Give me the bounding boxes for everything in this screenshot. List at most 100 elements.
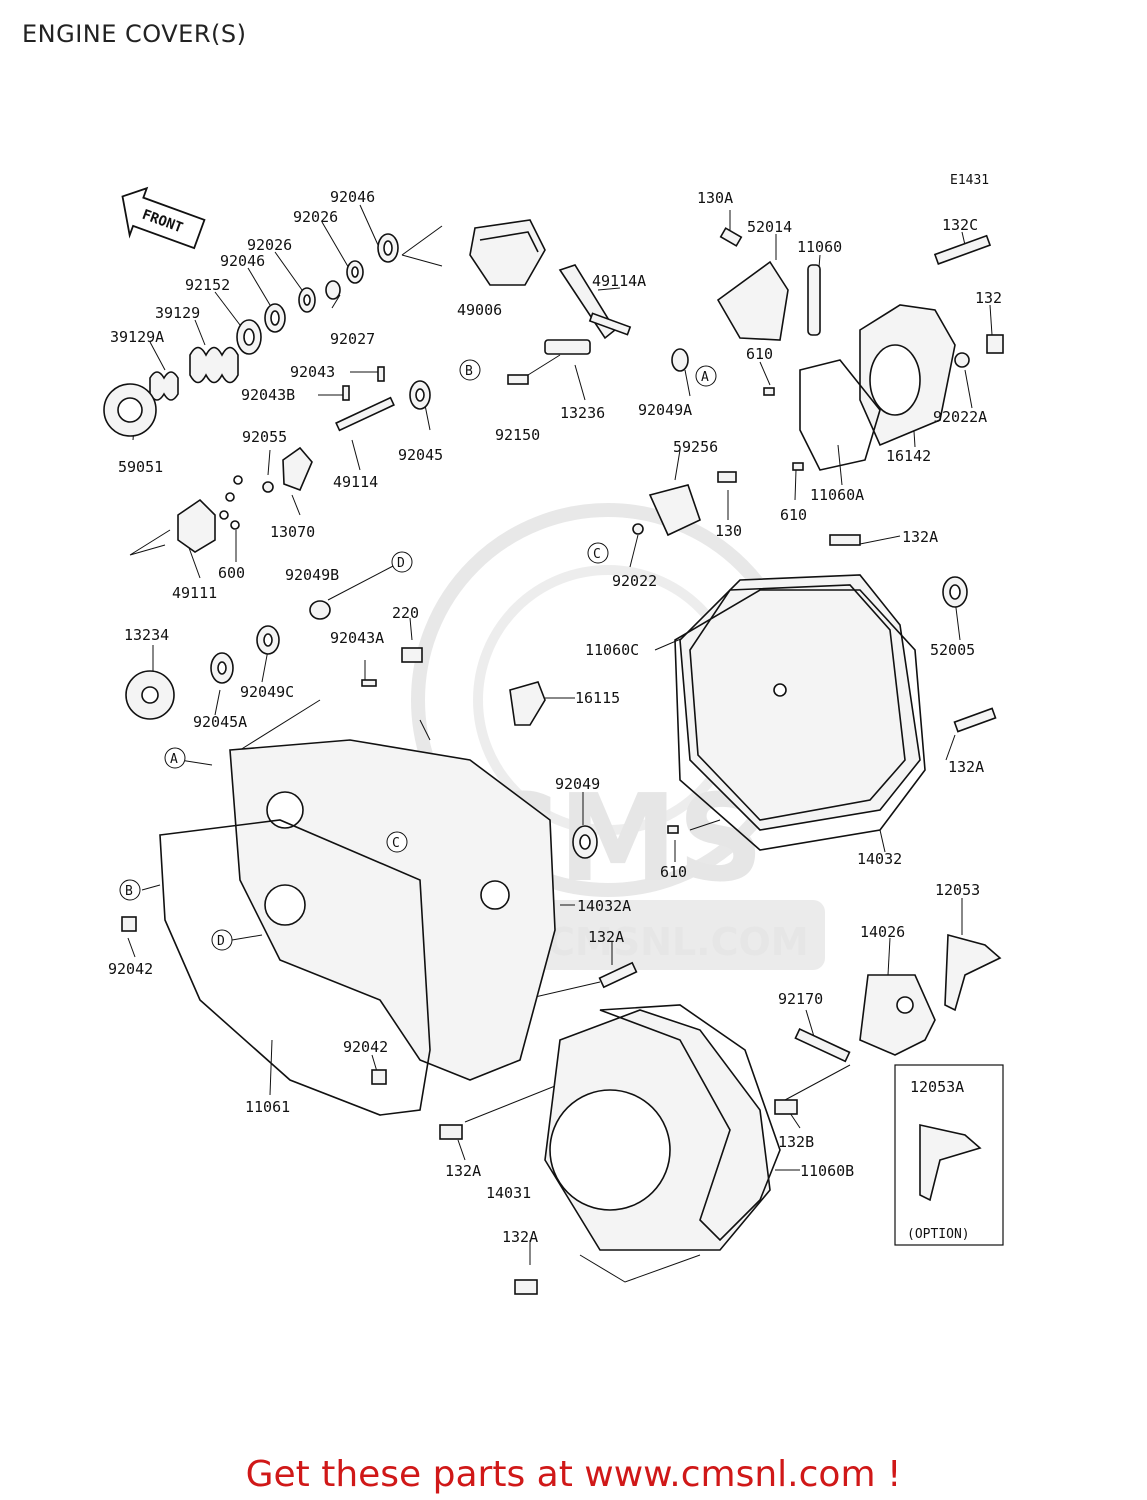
part-labels: 92046 92026 92026 92046 92152 39129 3912… — [108, 188, 1002, 1246]
part-label: 132A — [948, 758, 984, 776]
guard-14026 — [859, 974, 936, 1056]
part-label: 610 — [660, 863, 687, 881]
bolt-132A-left — [439, 1124, 463, 1140]
spring-92170 — [794, 1027, 851, 1063]
part-label: 92045 — [398, 446, 443, 464]
marker-b-top: B — [465, 364, 473, 379]
part-label: 92022 — [612, 572, 657, 590]
option-label: (OPTION) — [907, 1227, 970, 1242]
part-label: 92150 — [495, 426, 540, 444]
part-label: 92026 — [293, 208, 338, 226]
bolt-132A-top — [829, 534, 861, 546]
part-label: 49111 — [172, 584, 217, 602]
bracket-12053A — [919, 1124, 982, 1202]
part-label: 220 — [392, 604, 419, 622]
part-label: 14032 — [857, 850, 902, 868]
part-label: 11061 — [245, 1098, 290, 1116]
part-label: 12053A — [910, 1078, 964, 1096]
part-label: 11060A — [810, 486, 864, 504]
page-title: ENGINE COVER(S) — [22, 20, 247, 48]
seal-92049B — [309, 600, 331, 620]
bolt-130 — [717, 471, 737, 483]
pin-92043 — [377, 366, 385, 382]
bolt-132A-bottom — [514, 1279, 538, 1295]
part-label: 92049 — [555, 775, 600, 793]
figure-code: E1431 — [950, 173, 989, 188]
impeller-13070 — [282, 446, 313, 492]
part-label: 52014 — [747, 218, 792, 236]
part-label: 132A — [588, 928, 624, 946]
part-label: 92152 — [185, 276, 230, 294]
part-label: 130 — [715, 522, 742, 540]
oring-92055 — [262, 481, 274, 493]
part-label: 13070 — [270, 523, 315, 541]
spring-39129A — [149, 371, 179, 401]
part-label: 14031 — [486, 1184, 531, 1202]
part-label: 92042 — [343, 1038, 388, 1056]
ball-600 — [230, 520, 240, 530]
part-label: 610 — [746, 345, 773, 363]
gasket-11060 — [807, 264, 821, 336]
part-label: 92043 — [290, 363, 335, 381]
part-label: 13236 — [560, 404, 605, 422]
part-label: 92046 — [330, 188, 375, 206]
part-label: 92022A — [933, 408, 987, 426]
gasket-11060A — [799, 359, 881, 471]
part-label: 16142 — [886, 447, 931, 465]
front-arrow-icon: FRONT — [121, 186, 206, 250]
part-label: 16115 — [575, 689, 620, 707]
marker-a: A — [170, 752, 178, 767]
reference-markers: B A D C A C B D — [119, 359, 717, 951]
pin-92043A — [361, 679, 377, 687]
part-label: 39129A — [110, 328, 164, 346]
part-label: 92043B — [241, 386, 295, 404]
dowel-92042-b — [371, 1069, 387, 1085]
pin-610 — [763, 387, 775, 396]
marker-c-top: C — [593, 547, 601, 562]
part-label: 11060C — [585, 641, 639, 659]
part-label: 92045A — [193, 713, 247, 731]
part-label: 132 — [975, 289, 1002, 307]
seal-92022A — [954, 352, 970, 368]
option-box: (OPTION) — [894, 1064, 1004, 1246]
impeller-59256 — [648, 484, 701, 537]
part-label: 132A — [902, 528, 938, 546]
washer-92022 — [632, 523, 644, 535]
bolt-132A-mid — [598, 961, 638, 989]
part-label: 92170 — [778, 990, 823, 1008]
part-label: 610 — [780, 506, 807, 524]
pin-92043B — [342, 385, 350, 401]
part-label: 49114A — [592, 272, 646, 290]
part-label: 12053 — [935, 881, 980, 899]
gear-49111 — [177, 498, 216, 553]
part-label: 92027 — [330, 330, 375, 348]
plug-132 — [986, 334, 1004, 354]
part-label: 11060 — [797, 238, 842, 256]
footer-link[interactable]: Get these parts at www.cmsnl.com ! — [245, 1454, 902, 1495]
dowel-92042 — [121, 916, 137, 932]
part-label: 130A — [697, 189, 733, 207]
bracket-13236 — [544, 339, 591, 355]
part-label: 13234 — [124, 626, 169, 644]
part-label: 92049A — [638, 401, 692, 419]
part-label: 49114 — [333, 473, 378, 491]
marker-d-top: D — [397, 556, 405, 571]
part-label: 92043A — [330, 629, 384, 647]
marker-a-top: A — [701, 370, 709, 385]
part-label: 11060B — [800, 1162, 854, 1180]
part-label: 92055 — [242, 428, 287, 446]
part-label: 49006 — [457, 301, 502, 319]
shaft-49114 — [335, 396, 395, 432]
spring-39129 — [189, 346, 239, 384]
bolt-92150 — [507, 374, 529, 385]
part-label: 52005 — [930, 641, 975, 659]
bracket-12053 — [944, 933, 1002, 1012]
bolt-132A-right — [953, 707, 997, 733]
housing-49006 — [469, 219, 546, 286]
bolt-132B — [774, 1099, 798, 1115]
part-label: 92026 — [247, 236, 292, 254]
marker-b: B — [125, 884, 133, 899]
part-label: 14032A — [577, 897, 631, 915]
pipe-52014 — [716, 260, 789, 341]
